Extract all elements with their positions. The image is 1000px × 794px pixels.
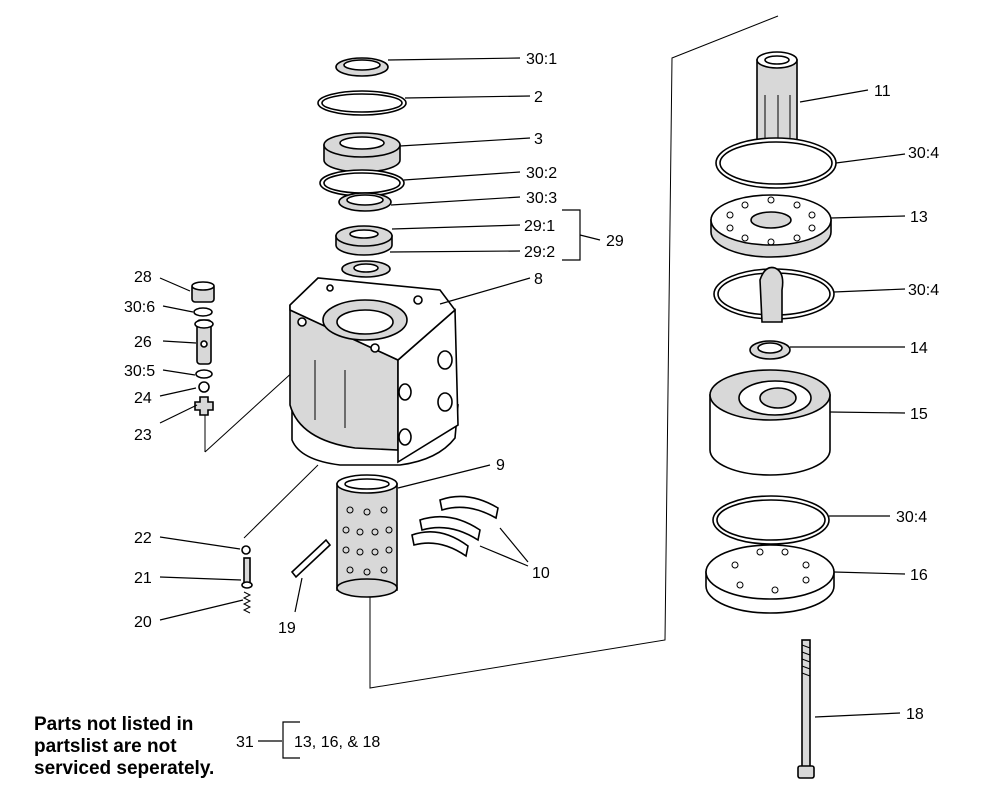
callout-23: 23 <box>134 427 152 444</box>
part-23-cross <box>194 396 214 416</box>
part-30-4-ring-a <box>715 137 837 189</box>
callout-21: 21 <box>134 570 152 587</box>
callout-29-1: 29:1 <box>524 218 555 235</box>
part-29-1-washer <box>335 225 393 256</box>
callout-20: 20 <box>134 614 152 631</box>
part-20-spring <box>242 591 252 614</box>
part-29-2-washer <box>341 260 391 278</box>
part-30-4-ring-c <box>712 495 830 545</box>
part-30-1-seal <box>335 57 389 77</box>
part-18-bolt <box>797 639 815 779</box>
part-26-valve <box>194 319 214 365</box>
note-line-3: serviced seperately. <box>34 758 214 779</box>
callout-8: 8 <box>534 271 543 288</box>
callout-13: 13 <box>910 209 928 226</box>
part-3-gland <box>323 132 401 173</box>
part-19-pin <box>290 538 332 579</box>
callout-16: 16 <box>910 567 928 584</box>
part-30-6-oring <box>193 307 213 317</box>
part-drive-link <box>759 266 784 323</box>
callout-15: 15 <box>910 406 928 423</box>
callout-9: 9 <box>496 457 505 474</box>
note-line-1: Parts not listed in <box>34 714 193 735</box>
callout-labels: 30:1 2 3 30:2 30:3 29:1 29:2 29 8 28 30:… <box>124 51 939 751</box>
callout-29: 29 <box>606 233 624 250</box>
note-line-2: partslist are not <box>34 736 177 757</box>
part-10-springs <box>411 495 499 558</box>
callout-29-2: 29:2 <box>524 244 555 261</box>
part-24-ball <box>198 381 210 393</box>
part-30-5-oring <box>195 369 213 379</box>
callout-30-4-a: 30:4 <box>908 145 939 162</box>
callout-31-items: 13, 16, & 18 <box>294 734 380 751</box>
callout-30-6: 30:6 <box>124 299 155 316</box>
callout-19: 19 <box>278 620 296 637</box>
callout-11: 11 <box>874 83 891 100</box>
part-21-plunger <box>241 557 253 589</box>
part-16-end-cap <box>705 544 835 614</box>
callout-30-2: 30:2 <box>526 165 557 182</box>
callout-2: 2 <box>534 89 543 106</box>
part-30-3-seal <box>338 192 392 212</box>
part-13-plate <box>710 194 832 258</box>
part-22-ball <box>241 545 251 555</box>
callout-14: 14 <box>910 340 928 357</box>
callout-30-4-c: 30:4 <box>896 509 927 526</box>
part-30-2-ring <box>319 169 405 197</box>
assembly-lines <box>204 15 779 689</box>
callout-22: 22 <box>134 530 152 547</box>
callout-28: 28 <box>134 269 152 286</box>
callout-31: 31 <box>236 734 254 751</box>
callout-10: 10 <box>532 565 550 582</box>
callout-3: 3 <box>534 131 543 148</box>
leader-lines <box>159 57 906 759</box>
service-note: Parts not listed in partslist are not se… <box>34 714 214 779</box>
part-9-sleeve <box>336 474 398 598</box>
callout-30-1: 30:1 <box>526 51 557 68</box>
callout-30-4-b: 30:4 <box>908 282 939 299</box>
callout-30-5: 30:5 <box>124 363 155 380</box>
part-14-gear <box>749 340 791 360</box>
part-2-ring <box>317 90 407 116</box>
part-15-gerotor <box>709 369 831 476</box>
part-28-plug <box>191 281 215 303</box>
callout-18: 18 <box>906 706 924 723</box>
callout-26: 26 <box>134 334 152 351</box>
callout-24: 24 <box>134 390 152 407</box>
callout-30-3: 30:3 <box>526 190 557 207</box>
part-8-housing <box>289 277 459 466</box>
